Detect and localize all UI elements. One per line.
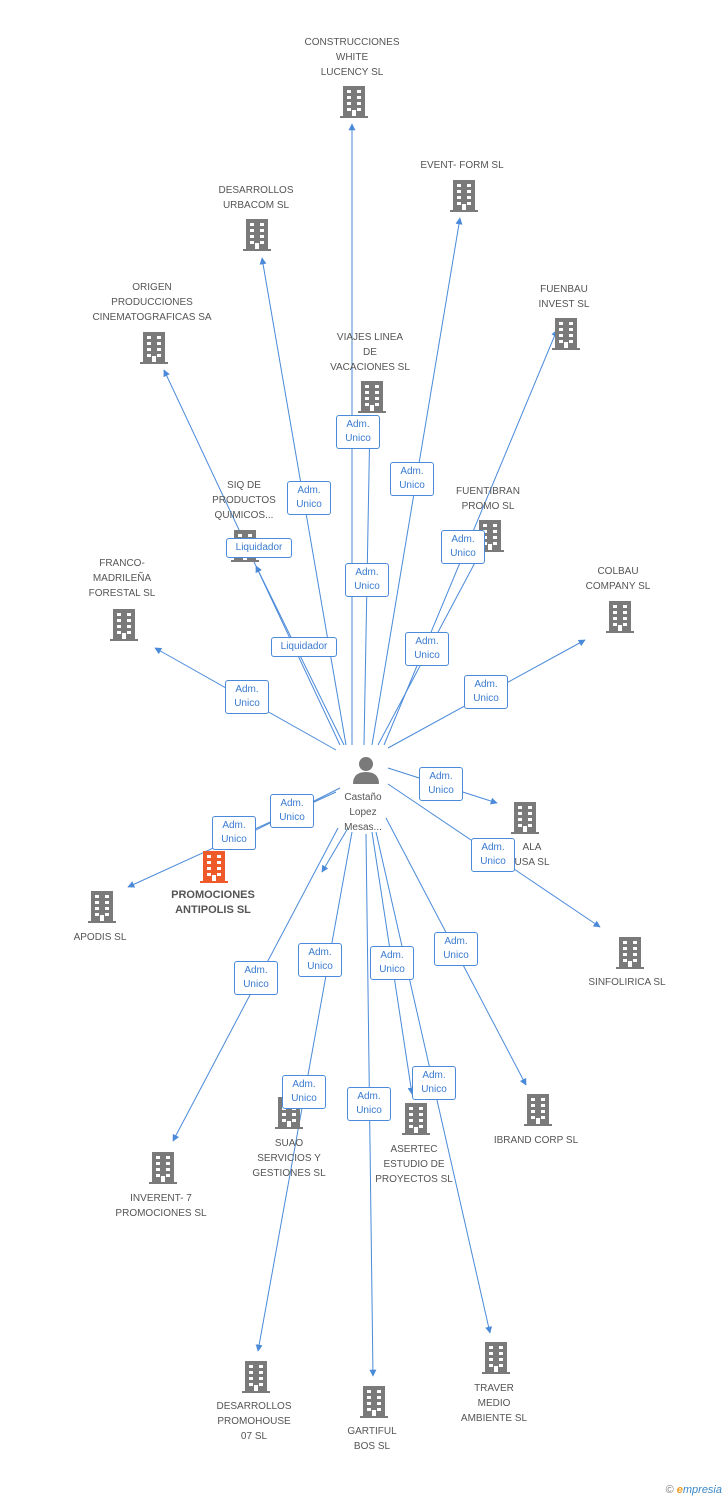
building-icon[interactable] [242,1361,270,1393]
edge-role-label[interactable]: Adm. Unico [405,632,449,666]
company-label-promociones[interactable]: PROMOCIONES ANTIPOLIS SL [171,889,255,916]
edge-role-label[interactable]: Adm. Unico [270,794,314,828]
company-label-asertec[interactable]: ASERTEC ESTUDIO DE PROYECTOS SL [375,1144,453,1185]
company-label-inverent[interactable]: INVERENT- 7 PROMOCIONES SL [115,1193,207,1219]
edge-role-label[interactable]: Adm. Unico [441,530,485,564]
brand-text: mpresia [682,1484,722,1496]
building-icon[interactable] [360,1386,388,1418]
building-icon[interactable] [340,86,368,118]
company-label-suao[interactable]: SUAO SERVICIOS Y GESTIONES SL [252,1138,326,1179]
building-icon[interactable] [606,601,634,633]
edge-role-label[interactable]: Adm. Unico [212,816,256,850]
company-label-origen[interactable]: ORIGEN PRODUCCIONES CINEMATOGRAFICAS SA [92,282,212,323]
company-label-fuentibran[interactable]: FUENTIBRAN PROMO SL [456,486,520,512]
edge-role-label[interactable]: Adm. Unico [419,767,463,801]
copyright-symbol: © [665,1484,674,1496]
building-icon[interactable] [243,219,271,251]
edge-role-label[interactable]: Adm. Unico [370,946,414,980]
company-label-traver[interactable]: TRAVER MEDIO AMBIENTE SL [460,1383,528,1424]
edge-role-label[interactable]: Adm. Unico [225,680,269,714]
company-label-apodis[interactable]: APODIS SL [73,932,127,943]
building-icon[interactable] [140,332,168,364]
person-label[interactable]: Castaño Lopez Mesas... [344,792,382,833]
building-icon[interactable] [200,851,228,883]
edge-role-label[interactable]: Adm. Unico [345,563,389,597]
edge-role-label[interactable]: Adm. Unico [234,961,278,995]
building-icon[interactable] [511,802,539,834]
building-icon[interactable] [358,381,386,413]
empresia-logo[interactable]: © empresia [666,1484,722,1496]
nodes-layer [88,86,644,1418]
building-icon[interactable] [88,891,116,923]
building-icon[interactable] [450,180,478,212]
company-label-franco[interactable]: FRANCO- MADRILEÑA FORESTAL SL [88,558,156,599]
edge-suao [321,827,349,873]
company-label-colbau[interactable]: COLBAU COMPANY SL [585,566,651,592]
edge-role-label[interactable]: Adm. Unico [282,1075,326,1109]
edge-role-label[interactable]: Liquidador [271,637,337,657]
building-icon[interactable] [149,1152,177,1184]
edge-role-label[interactable]: Adm. Unico [287,481,331,515]
building-icon[interactable] [552,318,580,350]
edge-role-label[interactable]: Adm. Unico [412,1066,456,1100]
building-icon[interactable] [482,1342,510,1374]
edge-role-label[interactable]: Adm. Unico [336,415,380,449]
brand-e: e [676,1484,683,1496]
company-label-fuenbau[interactable]: FUENBAU INVEST SL [538,284,590,310]
building-icon[interactable] [402,1103,430,1135]
company-label-construcciones[interactable]: CONSTRUCCIONES WHITE LUCENCY SL [304,37,400,78]
company-label-siq[interactable]: SIQ DE PRODUCTOS QUIMICOS... [212,480,276,521]
building-icon[interactable] [524,1094,552,1126]
company-label-ibrand[interactable]: IBRAND CORP SL [493,1135,579,1146]
building-icon[interactable] [110,609,138,641]
company-label-gartiful[interactable]: GARTIFUL BOS SL [347,1426,397,1452]
company-label-urbacom[interactable]: DESARROLLOS URBACOM SL [218,185,294,211]
company-label-viajes[interactable]: VIAJES LINEA DE VACACIONES SL [330,332,410,373]
edge-role-label[interactable]: Adm. Unico [471,838,515,872]
company-label-ala[interactable]: ALA USA SL [514,842,550,868]
person-icon[interactable] [353,757,379,784]
edge-role-label[interactable]: Adm. Unico [347,1087,391,1121]
edge-role-label[interactable]: Adm. Unico [298,943,342,977]
edge-role-label[interactable]: Adm. Unico [434,932,478,966]
company-label-promohouse[interactable]: DESARROLLOS PROMOHOUSE 07 SL [216,1401,292,1442]
edge-role-label[interactable]: Adm. Unico [390,462,434,496]
edge-role-label[interactable]: Adm. Unico [464,675,508,709]
building-icon[interactable] [616,937,644,969]
company-label-sinfolirica[interactable]: SINFOLIRICA SL [588,977,666,988]
company-label-event[interactable]: EVENT- FORM SL [420,160,504,171]
edge-role-label[interactable]: Liquidador [226,538,292,558]
